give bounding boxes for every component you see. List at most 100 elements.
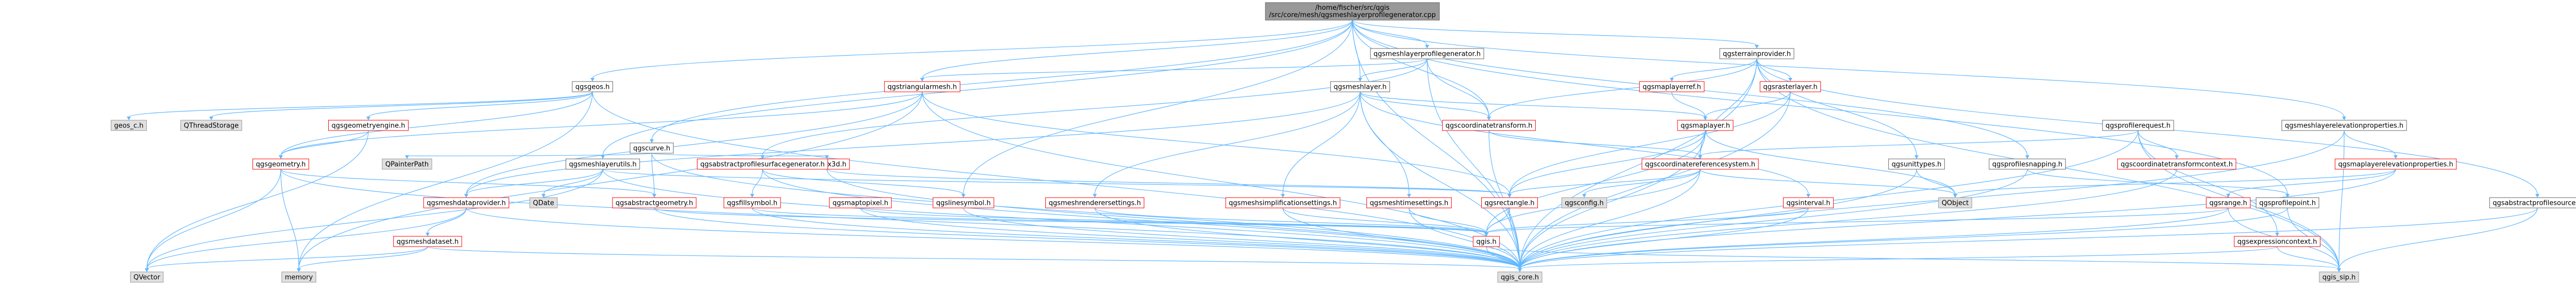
header-file-node[interactable]: qgsgeometry.h — [252, 158, 309, 170]
dependency-edge — [1519, 207, 2288, 269]
node-box — [565, 158, 640, 170]
header-file-node[interactable]: qgsgeos.h — [572, 81, 613, 92]
header-file-node[interactable]: qgsmeshlayerutils.h — [565, 158, 640, 170]
header-file-node[interactable]: qgsmeshlayerelevationproperties.h — [2281, 120, 2407, 131]
dependency-edge — [466, 207, 1520, 269]
node-label: qgsmeshtimesettings.h — [1370, 200, 1449, 207]
header-file-node[interactable]: qgsmeshtimesettings.h — [1366, 197, 1452, 208]
header-file-node[interactable]: qgsmeshdataset.h — [393, 236, 462, 247]
node-label: qgsmaptopixel.h — [833, 200, 888, 207]
dependency-edge — [1519, 130, 1706, 269]
dependency-edge — [543, 169, 603, 195]
header-file-node[interactable]: qgsprofilepoint.h — [2256, 197, 2319, 208]
header-file-node[interactable]: qgsinterval.h — [1783, 197, 1834, 208]
edge-arrowhead — [1670, 78, 1674, 82]
header-file-node[interactable]: qgsmeshdataprovider.h — [423, 197, 510, 208]
dependency-edge — [298, 91, 593, 269]
node-box — [1045, 197, 1145, 208]
dependency-edge — [752, 169, 763, 195]
header-file-node[interactable]: qgsmaptopixel.h — [829, 197, 892, 208]
node-box — [697, 158, 828, 170]
edge-layer — [127, 20, 2539, 272]
dependency-edge — [2027, 169, 2288, 195]
node-label: qgsmeshsimplificationsettings.h — [1229, 200, 1337, 207]
external-header-node: qgsconfig.h — [1561, 197, 1607, 208]
header-file-node[interactable]: qgscoordinatereferencesystem.h — [1641, 158, 1759, 170]
dependency-edge — [1486, 130, 1706, 234]
node-box — [612, 197, 697, 208]
external-header-node: QObject — [1938, 197, 1972, 208]
header-file-node[interactable]: qgsrange.h — [2206, 197, 2251, 208]
dependency-edge — [2277, 246, 2340, 269]
node-box — [1759, 81, 1821, 92]
header-file-node[interactable]: qgsexpressioncontext.h — [2234, 236, 2320, 247]
node-box — [1783, 197, 1834, 208]
node-label: qgsunittypes.h — [1892, 161, 1942, 169]
header-file-node[interactable]: qgsmeshsimplificationsettings.h — [1225, 197, 1341, 208]
header-file-node[interactable]: qgsabstractprofilesurfacegenerator.h — [697, 158, 828, 170]
header-file-node[interactable]: qgsabstractgeometry.h — [612, 197, 697, 208]
header-file-node[interactable]: qgsfillsymbol.h — [723, 197, 781, 208]
header-file-node[interactable]: qgstriangularmesh.h — [884, 81, 960, 92]
node-box — [2102, 120, 2174, 131]
dependency-edge — [1916, 169, 1956, 195]
dependency-edge — [1509, 207, 1520, 269]
dependency-edge — [280, 91, 593, 156]
edge-arrowhead — [750, 194, 754, 198]
dependency-edge — [427, 246, 1520, 269]
node-box — [1366, 197, 1452, 208]
dependency-edge — [1519, 169, 1917, 269]
dependency-edge — [602, 169, 1520, 269]
node-box — [180, 120, 242, 131]
dependency-edge — [280, 91, 923, 156]
dependency-edge — [1705, 91, 1791, 118]
edge-arrowhead — [1582, 194, 1586, 198]
edge-arrowhead — [2226, 194, 2230, 198]
node-label: qgstriangularmesh.h — [888, 84, 957, 91]
edge-arrowhead — [1093, 194, 1097, 198]
dependency-edge — [1282, 91, 1361, 195]
node-box — [2489, 197, 2576, 208]
edge-arrowhead — [760, 155, 765, 159]
dependency-edge — [860, 207, 1487, 234]
node-label: QVector — [133, 274, 160, 282]
node-label: qgsmaplayer.h — [1681, 122, 1730, 130]
dependency-edge — [1352, 20, 2345, 118]
dependency-edge — [1360, 58, 1428, 79]
node-box — [1370, 48, 1484, 59]
dependency-edge — [280, 130, 369, 156]
edge-arrowhead — [920, 78, 924, 82]
node-label: qgsabstractgeometry.h — [616, 200, 693, 207]
dependency-edge — [1519, 207, 1809, 269]
dependency-edge — [1519, 207, 2538, 269]
header-file-node[interactable]: qgscurve.h — [630, 142, 674, 154]
header-file-node[interactable]: qgsunittypes.h — [1888, 158, 1945, 170]
header-file-node[interactable]: qgscoordinatetransform.h — [1442, 120, 1536, 131]
header-file-node[interactable]: qgsrectangle.h — [1481, 197, 1538, 208]
node-box — [1677, 120, 1734, 131]
header-file-node[interactable]: qgsprofilesnapping.h — [1989, 158, 2066, 170]
header-file-node[interactable]: qgsmeshlayerprofilegenerator.h — [1370, 48, 1484, 59]
header-file-node[interactable]: qgsterrainprovider.h — [1719, 48, 1794, 59]
header-file-node[interactable]: qgsmeshlayer.h — [1330, 81, 1390, 92]
node-box — [572, 81, 613, 92]
header-file-node[interactable]: qgsmeshrenderersettings.h — [1045, 197, 1145, 208]
header-file-node[interactable]: qgsabstractprofilesource.h — [2489, 197, 2576, 208]
header-file-node[interactable]: qgslinesymbol.h — [933, 197, 994, 208]
dependency-edge — [1671, 91, 1706, 118]
header-file-node[interactable]: qgsrasterlayer.h — [1759, 81, 1821, 92]
header-file-node[interactable]: qgsgeometryengine.h — [328, 120, 409, 131]
header-file-node[interactable]: qgsmaplayer.h — [1677, 120, 1734, 131]
header-file-node[interactable]: qgscoordinatetransformcontext.h — [2117, 158, 2236, 170]
header-file-node[interactable]: qgsmaplayerref.h — [1639, 81, 1705, 92]
edge-arrowhead — [127, 117, 131, 120]
dependency-edge — [280, 169, 299, 269]
node-label: qgsmeshlayer.h — [1334, 84, 1387, 91]
header-file-node[interactable]: qgsmaplayerelevationproperties.h — [2334, 158, 2457, 170]
header-file-node[interactable]: qgis.h — [1472, 236, 1500, 247]
header-file-node[interactable]: qgsprofilerequest.h — [2102, 120, 2174, 131]
dependency-edge — [922, 20, 1353, 79]
dependency-edge — [922, 91, 1520, 269]
node-box — [2334, 158, 2457, 170]
edge-arrowhead — [1914, 155, 1919, 159]
